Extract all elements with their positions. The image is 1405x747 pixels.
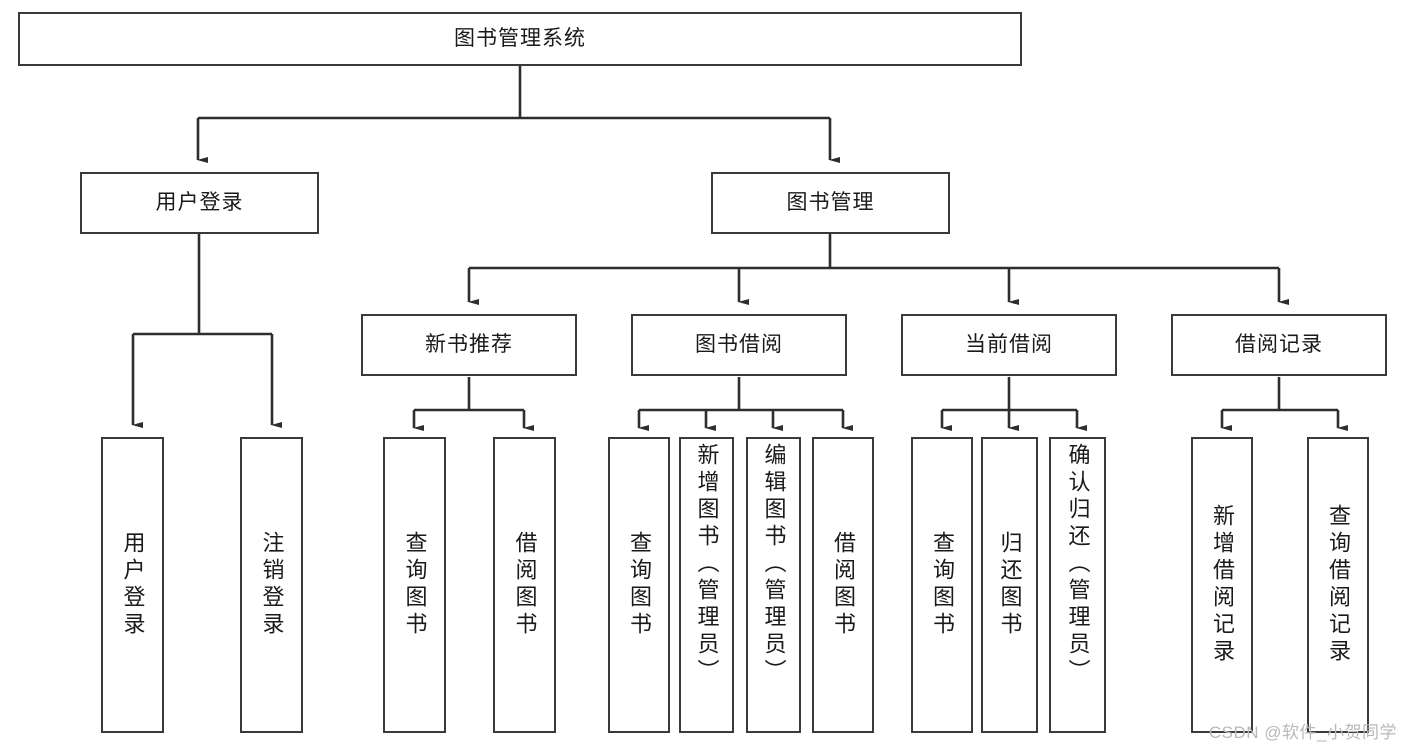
node-leaf-add-record[interactable]: 新增借阅记录 [1191, 437, 1253, 733]
node-book-mgmt[interactable]: 图书管理 [711, 172, 950, 234]
node-leaf-query-record[interactable]: 查询借阅记录 [1307, 437, 1369, 733]
watermark-text: CSDN @软件_小贺同学 [1208, 723, 1397, 742]
node-leaf-query-book-2[interactable]: 查询图书 [608, 437, 670, 733]
node-borrow-record[interactable]: 借阅记录 [1171, 314, 1387, 376]
node-leaf-user-login[interactable]: 用户登录 [101, 437, 164, 733]
node-leaf-query-book-1[interactable]: 查询图书 [383, 437, 446, 733]
node-leaf-add-book-label: 新增图书（管理员） [694, 443, 720, 686]
node-leaf-return-book[interactable]: 归还图书 [981, 437, 1038, 733]
node-user-login-label: 用户登录 [155, 190, 244, 214]
node-leaf-query-book-3[interactable]: 查询图书 [911, 437, 973, 733]
node-new-book-rec[interactable]: 新书推荐 [361, 314, 577, 376]
node-book-borrow[interactable]: 图书借阅 [631, 314, 847, 376]
node-leaf-edit-book[interactable]: 编辑图书（管理员） [746, 437, 801, 733]
node-leaf-confirm-return[interactable]: 确认归还（管理员） [1049, 437, 1106, 733]
node-leaf-query-book-2-label: 查询图书 [626, 531, 652, 639]
node-current-borrow[interactable]: 当前借阅 [901, 314, 1117, 376]
node-borrow-record-label: 借阅记录 [1235, 332, 1323, 356]
node-leaf-edit-book-label: 编辑图书（管理员） [761, 443, 787, 686]
node-book-mgmt-label: 图书管理 [786, 190, 875, 214]
node-leaf-borrow-book-1-label: 借阅图书 [512, 531, 538, 639]
node-leaf-add-book[interactable]: 新增图书（管理员） [679, 437, 734, 733]
node-leaf-add-record-label: 新增借阅记录 [1209, 504, 1235, 666]
node-leaf-user-login-label: 用户登录 [120, 531, 146, 639]
node-leaf-query-book-3-label: 查询图书 [929, 531, 955, 639]
node-user-login[interactable]: 用户登录 [80, 172, 319, 234]
node-leaf-return-book-label: 归还图书 [997, 531, 1023, 639]
node-leaf-query-book-1-label: 查询图书 [402, 531, 428, 639]
node-book-borrow-label: 图书借阅 [695, 332, 783, 356]
node-leaf-query-record-label: 查询借阅记录 [1325, 504, 1351, 666]
node-leaf-user-logout-label: 注销登录 [259, 531, 285, 639]
node-leaf-borrow-book-2[interactable]: 借阅图书 [812, 437, 874, 733]
node-current-borrow-label: 当前借阅 [965, 332, 1053, 356]
node-leaf-borrow-book-1[interactable]: 借阅图书 [493, 437, 556, 733]
node-root-label: 图书管理系统 [454, 26, 586, 50]
node-leaf-confirm-return-label: 确认归还（管理员） [1065, 443, 1091, 686]
node-leaf-user-logout[interactable]: 注销登录 [240, 437, 303, 733]
node-leaf-borrow-book-2-label: 借阅图书 [830, 531, 856, 639]
node-new-book-rec-label: 新书推荐 [425, 332, 513, 356]
node-root[interactable]: 图书管理系统 [18, 12, 1022, 66]
